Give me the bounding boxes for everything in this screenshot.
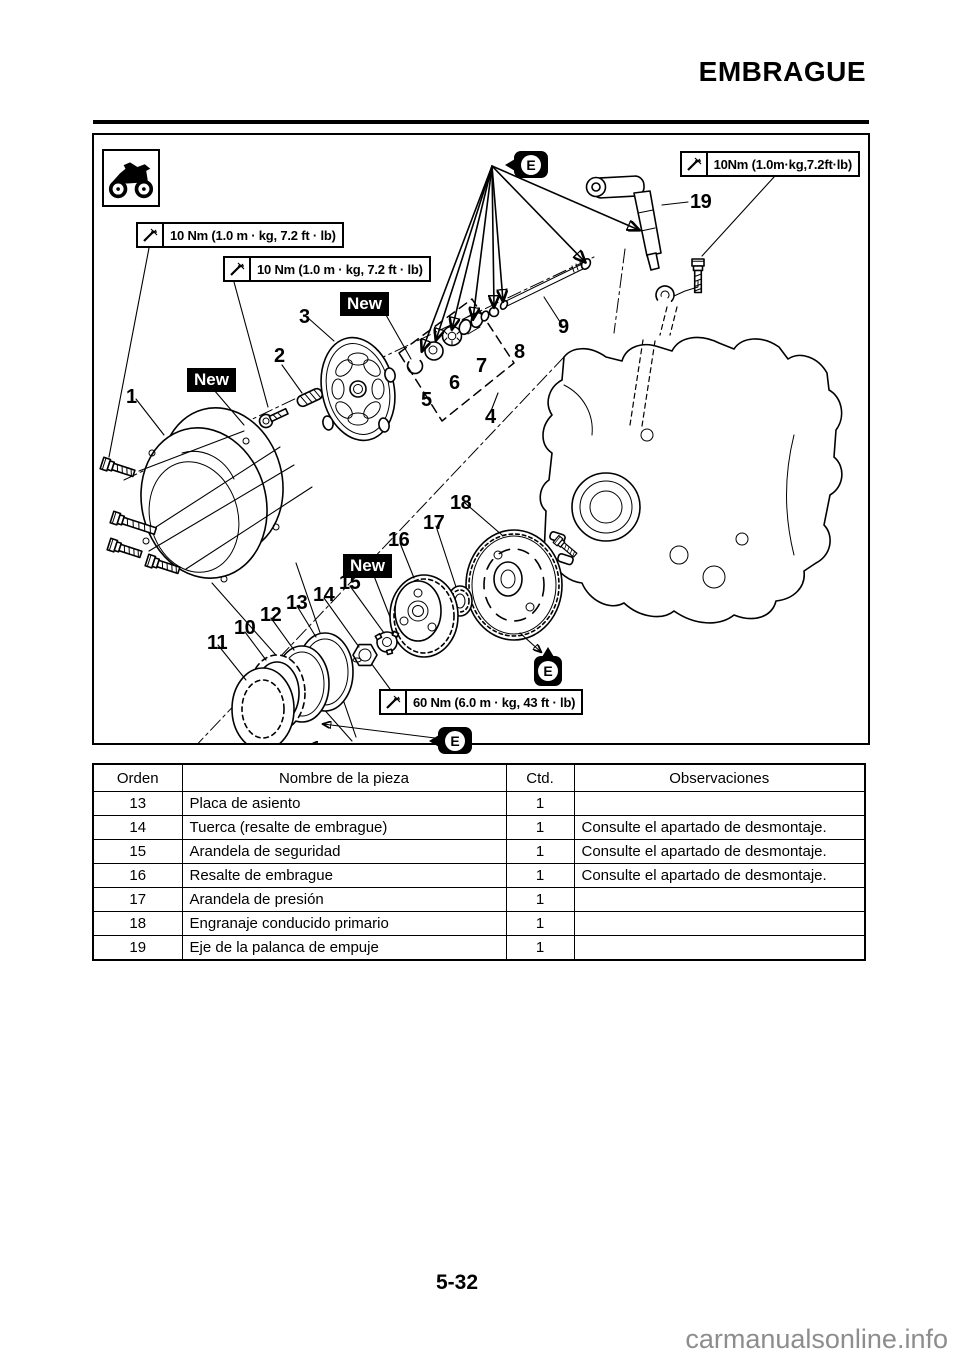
torque-wrench-icon	[682, 153, 708, 175]
part-number-callout: 8	[514, 341, 525, 363]
col-header-orden: Orden	[92, 763, 183, 792]
exploded-diagram	[99, 165, 843, 743]
table-row: 17 Arandela de presión 1	[92, 887, 866, 912]
parts-table: Orden Nombre de la pieza Ctd. Observacio…	[92, 763, 866, 961]
torque-value: 10 Nm (1.0 m · kg, 7.2 ft · lb)	[257, 261, 423, 277]
cell-orden: 13	[92, 791, 183, 816]
motorcycle-icon	[102, 149, 160, 207]
page-number: 5-32	[435, 1271, 479, 1294]
cell-ctd: 1	[505, 935, 575, 961]
torque-value: 10 Nm (1.0 m · kg, 7.2 ft · lb)	[170, 227, 336, 243]
oil-symbol-letter: E	[445, 730, 465, 751]
table-header-row: Orden Nombre de la pieza Ctd. Observacio…	[92, 763, 866, 792]
watermark: carmanualsonline.info	[685, 1324, 948, 1354]
cell-observaciones: Consulte el apartado de desmontaje.	[573, 815, 866, 840]
cell-nombre: Eje de la palanca de empuje	[181, 935, 507, 961]
cell-orden: 16	[92, 863, 183, 888]
table-row: 15 Arandela de seguridad 1 Consulte el a…	[92, 839, 866, 864]
torque-label-cover-bolts: 10 Nm (1.0 m · kg, 7.2 ft · lb)	[136, 222, 344, 248]
part-number-callout: 16	[388, 529, 410, 551]
header-rule	[93, 120, 869, 124]
col-header-ctd: Ctd.	[505, 763, 575, 792]
cell-ctd: 1	[505, 791, 575, 816]
part-number-callout: 11	[207, 632, 228, 654]
part-number-callout: 5	[421, 389, 432, 411]
part-number-callout: 12	[260, 604, 282, 626]
cell-nombre: Placa de asiento	[181, 791, 507, 816]
torque-value: 60 Nm (6.0 m · kg, 43 ft · lb)	[413, 694, 576, 710]
part-number-callout: 10	[234, 617, 256, 639]
table-row: 16 Resalte de embrague 1 Consulte el apa…	[92, 863, 866, 888]
table-row: 14 Tuerca (resalte de embrague) 1 Consul…	[92, 815, 866, 840]
part-number-callout: 4	[485, 406, 496, 428]
torque-value: 10Nm (1.0m·kg,7.2ft·lb)	[713, 156, 853, 172]
oil-symbol-letter: E	[521, 154, 541, 175]
cell-ctd: 1	[505, 911, 575, 936]
cell-orden: 18	[92, 911, 183, 936]
cell-orden: 19	[92, 935, 183, 961]
cell-ctd: 1	[505, 887, 575, 912]
part-number-callout: 1	[126, 386, 137, 408]
torque-label-lever-bolt: 10Nm (1.0m·kg,7.2ft·lb)	[679, 151, 860, 177]
cell-nombre: Resalte de embrague	[181, 863, 507, 888]
part-number-callout: 2	[274, 345, 285, 367]
table-row: 18 Engranaje conducido primario 1	[92, 911, 866, 936]
part-number-callout: 7	[476, 355, 487, 377]
oil-symbol-icon: E	[429, 727, 472, 754]
torque-wrench-icon	[138, 224, 164, 246]
torque-wrench-icon	[225, 258, 251, 280]
cell-observaciones	[573, 911, 866, 936]
cell-orden: 17	[92, 887, 183, 912]
new-part-badge: New	[343, 554, 392, 578]
part-number-callout: 13	[286, 592, 308, 614]
torque-label-pressure-plate: 10 Nm (1.0 m · kg, 7.2 ft · lb)	[223, 256, 431, 282]
oil-symbol-icon: E	[505, 151, 548, 178]
cell-observaciones	[573, 887, 866, 912]
part-number-callout: 15	[339, 572, 361, 594]
new-part-badge: New	[187, 368, 236, 392]
cell-ctd: 1	[505, 863, 575, 888]
part-number-callout: 9	[558, 316, 569, 338]
oil-symbol-letter: E	[538, 661, 558, 681]
cell-observaciones	[573, 791, 866, 816]
cell-observaciones	[573, 935, 866, 961]
cell-observaciones: Consulte el apartado de desmontaje.	[573, 863, 866, 888]
page-title: EMBRAGUE	[698, 56, 866, 87]
part-number-callout: 18	[450, 492, 472, 514]
new-part-badge: New	[340, 292, 389, 316]
exploded-view-panel: 10 Nm (1.0 m · kg, 7.2 ft · lb) 10 Nm (1…	[92, 133, 870, 754]
cell-nombre: Engranaje conducido primario	[181, 911, 507, 936]
cell-nombre: Tuerca (resalte de embrague)	[181, 815, 507, 840]
cell-nombre: Arandela de seguridad	[181, 839, 507, 864]
cell-ctd: 1	[505, 839, 575, 864]
cell-orden: 15	[92, 839, 183, 864]
cell-observaciones: Consulte el apartado de desmontaje.	[573, 839, 866, 864]
cell-ctd: 1	[505, 815, 575, 840]
col-header-nombre: Nombre de la pieza	[181, 763, 507, 792]
part-number-callout: 3	[299, 306, 310, 328]
part-number-callout: 19	[690, 191, 712, 213]
table-row: 19 Eje de la palanca de empuje 1	[92, 935, 866, 961]
part-number-callout: 14	[313, 584, 335, 606]
torque-label-clutch-nut: 60 Nm (6.0 m · kg, 43 ft · lb)	[379, 689, 584, 715]
oil-symbol-icon: E	[534, 647, 562, 686]
table-row: 13 Placa de asiento 1	[92, 791, 866, 816]
cell-nombre: Arandela de presión	[181, 887, 507, 912]
cell-orden: 14	[92, 815, 183, 840]
part-number-callout: 6	[449, 372, 460, 394]
part-number-callout: 17	[423, 512, 445, 534]
torque-wrench-icon	[381, 691, 407, 713]
col-header-observaciones: Observaciones	[573, 763, 866, 792]
